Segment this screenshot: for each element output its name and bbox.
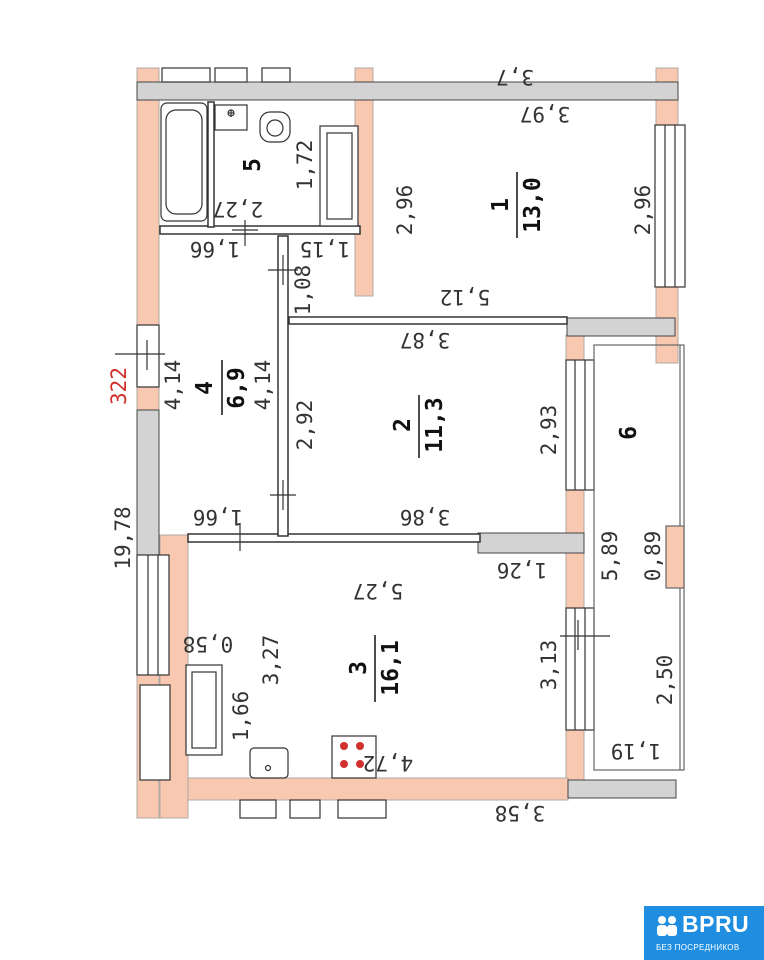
room-4-area: 6,9 (224, 367, 250, 409)
total-length-dim: 19,78 (111, 506, 135, 569)
brand-name: BPRU (682, 911, 750, 937)
room-6-dim-length: 5,89 (598, 531, 622, 582)
stove-burners (340, 742, 364, 768)
room-4-dim-top: 1,66 (190, 237, 241, 261)
room-2-dim-left: 2,92 (293, 400, 317, 451)
area-rules (221, 172, 518, 702)
room-1-dim-bottom: 5,12 (440, 285, 491, 309)
room-4-number: 4 (192, 381, 218, 395)
bathroom-fixtures (160, 67, 359, 227)
room-1-dim-top: 3,97 (520, 102, 571, 126)
balcony (593, 344, 685, 771)
top-clipped-dim: 3,7 (496, 65, 534, 89)
room-1-area: 13,0 (520, 177, 546, 232)
door-width-dim: 322 (107, 367, 131, 405)
room-4-dim-left: 4,14 (161, 360, 185, 411)
dimension-labels: 3,97 2,96 2,96 5,12 3,87 2,92 2,93 3,86 … (107, 65, 677, 825)
room-labels: 1 13,0 2 11,3 3 16,1 4 6,9 5 6 (192, 158, 642, 696)
room-3-dim-fridge: 1,66 (229, 691, 253, 742)
room-6-dim-end: 1,19 (611, 739, 662, 763)
room-2-number: 2 (390, 418, 416, 432)
people-icon (657, 916, 677, 936)
thin-partitions (159, 101, 568, 543)
room-4-dim-right: 4,14 (251, 360, 275, 411)
room-2-area: 11,3 (422, 397, 448, 452)
room-3-dim-top: 5,27 (353, 579, 404, 603)
kitchen-fixtures (139, 664, 387, 819)
room-5-number: 5 (240, 158, 266, 172)
brand-badge: BPRU БЕЗ ПОСРЕДНИКОВ (644, 906, 764, 960)
room-5-dim-bottom: 2,27 (213, 197, 264, 221)
room-3-number: 3 (346, 661, 372, 675)
room-2-dim-right: 2,93 (537, 405, 561, 456)
room-3-dim-right: 3,13 (537, 640, 561, 691)
room-1-number: 1 (488, 198, 514, 212)
room-3-dim-bottom: 4,72 (363, 751, 414, 775)
room-6-dim-lower: 2,50 (653, 655, 677, 706)
partitions (136, 81, 679, 799)
room-1-dim-right: 2,96 (631, 185, 655, 236)
room-5-dim-door: 1,15 (300, 237, 351, 261)
brand-tagline: БЕЗ ПОСРЕДНИКОВ (656, 943, 740, 952)
room-3-dim-partition: 1,26 (497, 558, 548, 582)
room-3-area: 16,1 (378, 640, 404, 695)
room-6-dim-width: 0,89 (641, 531, 665, 582)
windows (136, 124, 686, 731)
room-1-dim-left: 2,96 (393, 185, 417, 236)
room-4-dim-bottom: 1,66 (193, 505, 244, 529)
room-2-dim-top: 3,87 (400, 328, 451, 352)
room-4-dim-door: 1,08 (291, 265, 315, 316)
room-2-dim-bottom: 3,86 (400, 505, 451, 529)
room-6-number: 6 (616, 426, 642, 440)
room-3-dim-left: 3,27 (259, 635, 283, 686)
door-marks (115, 110, 610, 650)
room-6-dim-bottom: 3,58 (495, 801, 546, 825)
room-5-dim-right: 1,72 (293, 140, 317, 191)
room-3-dim-niche: 0,58 (183, 632, 234, 656)
